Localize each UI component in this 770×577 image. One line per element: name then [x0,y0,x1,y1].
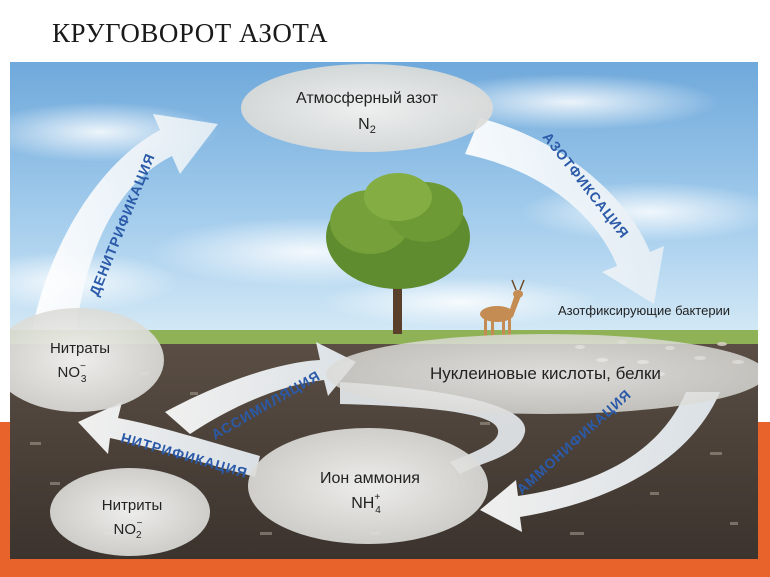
nitrogen-cycle-diagram: Атмосферный азот N2 Азотфиксирующие бакт… [10,62,758,559]
node-ammonium-bg [248,428,488,544]
bottom-strip [0,559,770,577]
slide-title: КРУГОВОРОТ АЗОТА [52,18,328,48]
deer-icon [480,279,525,337]
arrow-nitrification [78,402,260,477]
arrow-ammonification [480,392,720,532]
node-nitrates-label: Нитраты [50,340,110,357]
node-nucleic-bg [326,334,758,414]
tree-icon [326,173,470,334]
node-ammonium-label: Ион аммония [320,470,420,487]
arrow-assimilation [165,342,356,434]
diagram-canvas: Атмосферный азот N2 Азотфиксирующие бакт… [10,62,758,559]
node-nucleic-label: Нуклеиновые кислоты, белки [430,364,661,383]
node-atmosphere-formula: N2 [358,116,376,136]
arrow-denitrification [32,114,218,330]
node-atmosphere-label: Атмосферный азот [296,90,439,107]
accent-bar-right [756,422,770,559]
node-nitrates-formula: NO−3 [58,361,87,385]
arrow-nitrogen-fixation [465,118,664,304]
node-nitrites-formula: NO2− [114,518,143,541]
node-nitrites-bg [50,468,210,556]
node-nitrites-label: Нитриты [102,497,162,514]
node-atmosphere-bg [241,64,493,152]
node-ammonium-formula: NH+4 [351,492,381,516]
node-bacteria-label: Азотфиксирующие бактерии [558,303,730,318]
node-nitrates-bg [10,308,164,412]
